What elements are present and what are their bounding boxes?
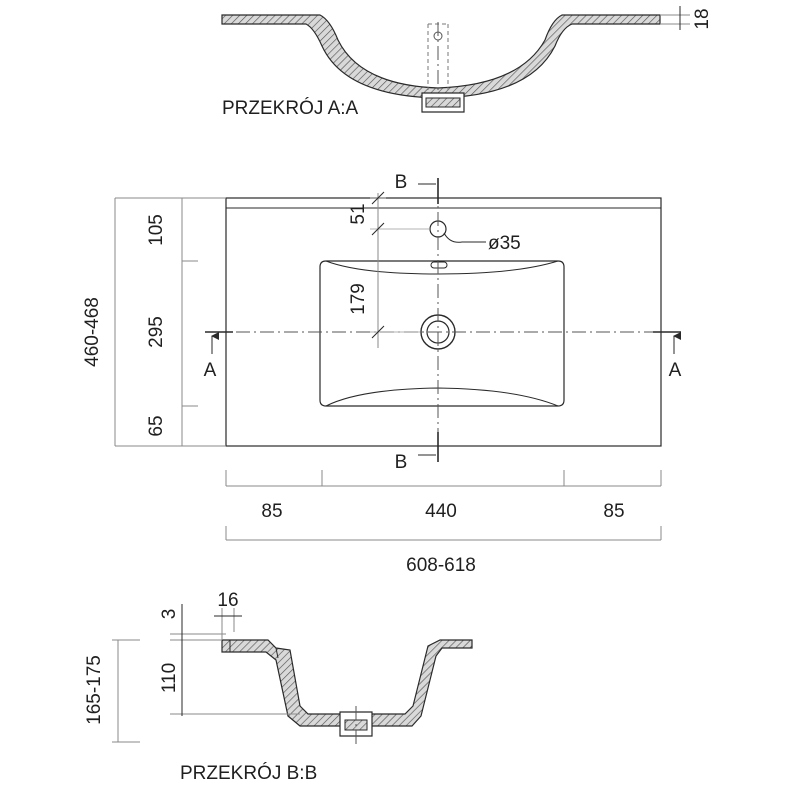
section-rim-width-label: 16 bbox=[217, 590, 238, 611]
depth-bowl-label: 295 bbox=[146, 316, 167, 348]
cut-mark-b-bottom bbox=[418, 432, 439, 462]
top-view: A A B B 51 179 ø35 bbox=[82, 172, 682, 576]
tap-hole-diameter-label: ø35 bbox=[488, 233, 521, 254]
section-bb-drawing: 16 3 110 165-175 PRZEKRÓJ B:B bbox=[84, 590, 473, 784]
tap-offset-label: 51 bbox=[348, 203, 369, 224]
section-bb-inner-bevel bbox=[229, 640, 279, 659]
cut-label-a-right: A bbox=[669, 360, 682, 381]
bowl-outline bbox=[319, 260, 565, 407]
section-aa-shell bbox=[221, 14, 661, 99]
section-bowl-height-label: 110 bbox=[159, 663, 180, 693]
cut-mark-b-top bbox=[418, 178, 439, 204]
depth-back-label: 105 bbox=[146, 214, 167, 246]
bowl-width-label: 440 bbox=[425, 501, 457, 522]
margin-left-label: 85 bbox=[261, 501, 282, 522]
margin-right-label: 85 bbox=[603, 501, 624, 522]
countertop-outline bbox=[225, 197, 662, 447]
section-bb-caption: PRZEKRÓJ B:B bbox=[180, 762, 317, 784]
cut-label-b-bottom: B bbox=[395, 452, 408, 473]
depth-total-label: 460-468 bbox=[82, 297, 103, 367]
width-total-label: 608-618 bbox=[406, 555, 476, 576]
depth-front-label: 65 bbox=[146, 415, 167, 436]
overflow-slot bbox=[430, 261, 448, 269]
rim-thickness-label: 18 bbox=[692, 8, 713, 29]
section-aa-drain-outlet bbox=[425, 97, 461, 108]
section-aa-caption: PRZEKRÓJ A:A bbox=[222, 97, 359, 119]
cut-label-b-top: B bbox=[395, 172, 408, 193]
section-height-total-label: 165-175 bbox=[84, 655, 105, 725]
section-top-gap-label: 3 bbox=[159, 609, 180, 620]
section-aa-drawing: 18 PRZEKRÓJ A:A bbox=[221, 6, 713, 119]
cut-mark-a-right bbox=[653, 331, 681, 354]
cut-label-a-left: A bbox=[204, 360, 217, 381]
bowl-front-curve bbox=[325, 387, 559, 407]
drain-offset-label: 179 bbox=[348, 283, 369, 315]
section-bb-shell bbox=[221, 639, 473, 727]
cut-mark-a-left bbox=[205, 331, 233, 354]
